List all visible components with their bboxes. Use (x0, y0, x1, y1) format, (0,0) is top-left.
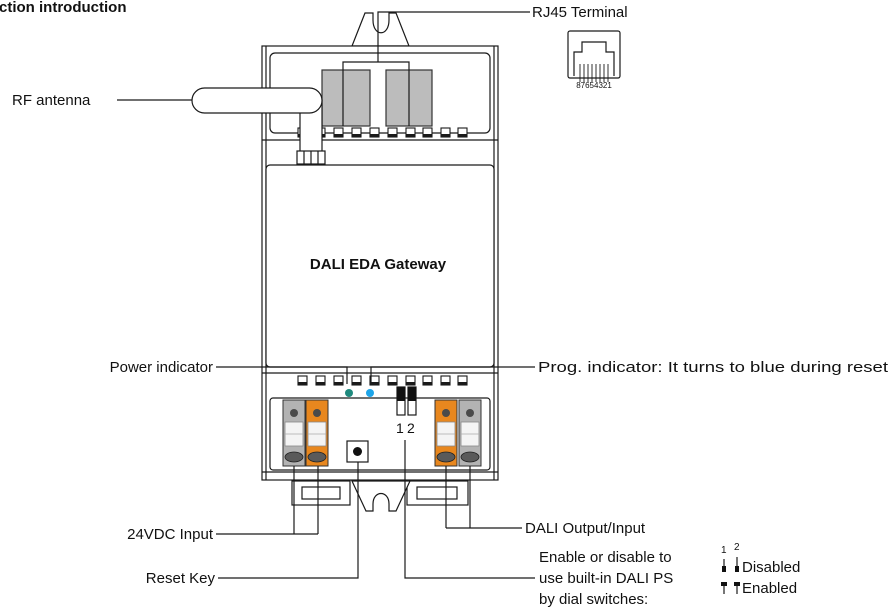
dip-description-line-1: Enable or disable to (539, 549, 672, 566)
contact-square-base (352, 134, 361, 137)
terminal-release-dot (313, 409, 321, 417)
bottom-center-clip (351, 480, 411, 512)
contact-square-base (388, 382, 397, 385)
terminal-dali-orange (434, 399, 458, 467)
prog-indicator-callout-line (370, 366, 535, 384)
contact-square-base (316, 382, 325, 385)
terminal-wire-hole (436, 451, 456, 463)
rj45-icon-outline (567, 30, 621, 79)
rj45-callout-bracket (342, 61, 410, 70)
contact-square-base (458, 382, 467, 385)
contact-square-base (441, 134, 450, 137)
contact-square-base (370, 382, 379, 385)
dip-switches: 1 2 (396, 386, 417, 436)
disabled-switch-icon (735, 566, 739, 572)
power-indicator-label: Power indicator (110, 359, 213, 376)
contact-square-base (334, 382, 343, 385)
contact-square-base (441, 382, 450, 385)
enabled-switch-icon (734, 582, 740, 586)
terminal-wire-hole (307, 451, 327, 463)
contact-square-base (298, 382, 307, 385)
contact-square-base (352, 382, 361, 385)
terminal-release-dot (442, 409, 450, 417)
terminal-dali-gray (458, 399, 482, 467)
terminal-wire-hole (460, 451, 480, 463)
disabled-switch-icon (722, 566, 726, 572)
rj45-terminal-label: RJ45 Terminal (532, 4, 628, 21)
reset-key-callout-line (218, 462, 359, 579)
contact-square-base (370, 134, 379, 137)
dip-switch-1-lever (397, 387, 405, 401)
prog-indicator-label: Prog. indicator: It turns to blue during… (538, 359, 889, 376)
contact-square-base (423, 134, 432, 137)
terminal-24vdc-gray (282, 399, 306, 467)
terminal-wire-hole (284, 451, 304, 463)
rj45-jack-icon: 87654321 (567, 30, 621, 90)
bottom-clip-left-slot (301, 486, 341, 500)
enabled-switch-icon (721, 582, 727, 586)
device-name: DALI EDA Gateway (310, 256, 447, 273)
contact-square-base (423, 382, 432, 385)
dip-switch-2-lever (408, 387, 416, 401)
input-24vdc-callout-line (216, 466, 319, 535)
contact-square-base (406, 382, 415, 385)
disabled-label: Disabled (742, 559, 800, 576)
rj45-connector-left (321, 69, 371, 127)
rf-antenna-cable (191, 87, 323, 114)
reset-key-button (353, 447, 362, 456)
rj45-callout-line (377, 11, 530, 62)
input-24vdc-label: 24VDC Input (127, 526, 214, 543)
dali-output-input-label: DALI Output/Input (525, 520, 646, 537)
enabled-label: Enabled (742, 580, 797, 597)
reset-key-label: Reset Key (146, 570, 216, 587)
legend-number-1: 1 (721, 545, 727, 556)
rf-antenna-label: RF antenna (12, 92, 91, 109)
dip-switch-callout-line (404, 440, 535, 579)
top-mounting-clip (351, 12, 410, 47)
legend-number-2: 2 (734, 542, 740, 553)
rj45-pin-numbers: 87654321 (576, 81, 612, 90)
dip-number-1: 1 (396, 420, 404, 436)
contact-square-base (334, 134, 343, 137)
switch-legend: 1 2 Disabled Enabled (721, 542, 800, 597)
bottom-clip-right-slot (416, 486, 458, 500)
terminal-24vdc-orange (305, 399, 329, 467)
dali-io-callout-line (445, 466, 522, 529)
terminal-release-dot (466, 409, 474, 417)
rf-antenna (191, 87, 326, 165)
contact-square-base (388, 134, 397, 137)
power-indicator-callout-line (216, 366, 348, 384)
bottom-mounting (291, 480, 469, 512)
dip-number-2: 2 (407, 420, 415, 436)
rj45-icon-pins (579, 64, 609, 82)
contact-square-base (458, 134, 467, 137)
terminal-release-dot (290, 409, 298, 417)
power-indicator-led (345, 389, 353, 397)
dip-description-line-3: by dial switches: (539, 591, 648, 608)
section-title: ction introduction (0, 0, 126, 16)
prog-indicator-led (366, 389, 374, 397)
dip-description-line-2: use built-in DALI PS (539, 570, 673, 587)
contact-square-base (406, 134, 415, 137)
rj45-icon-key (573, 41, 615, 76)
